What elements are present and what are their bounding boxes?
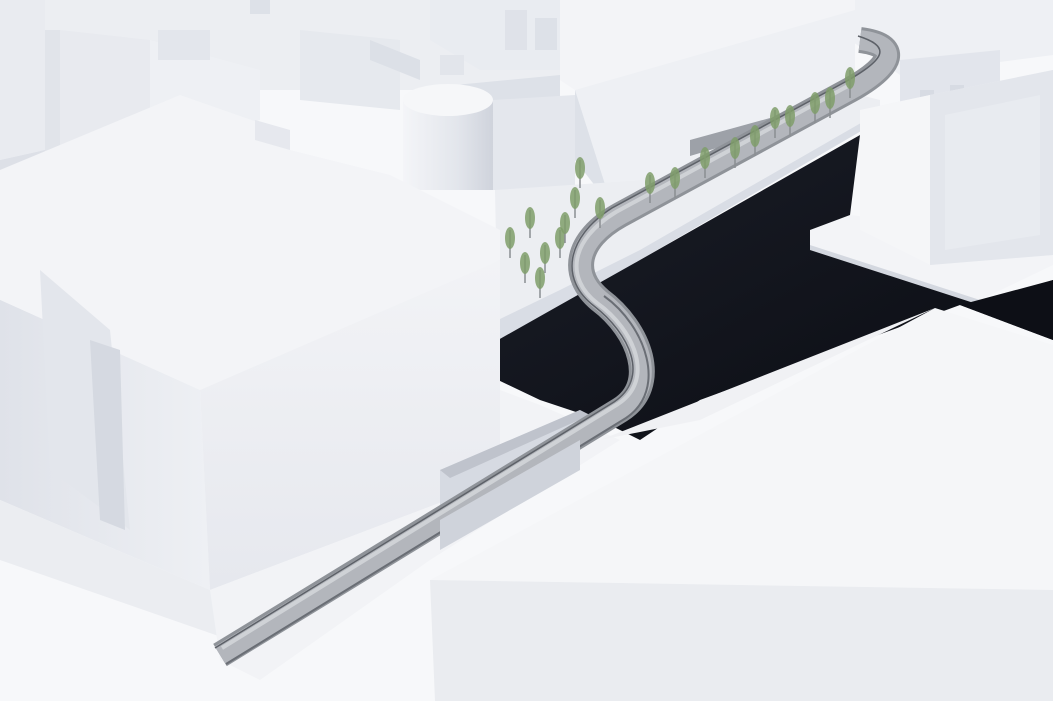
tree-canopy [595, 197, 605, 219]
tree-canopy [525, 207, 535, 229]
tree-canopy [645, 172, 655, 194]
right-foreground-building [430, 308, 1053, 701]
trees [505, 67, 855, 298]
tree-canopy [540, 242, 550, 264]
tree-canopy [730, 137, 740, 159]
tree-canopy [700, 147, 710, 169]
tree-canopy [810, 92, 820, 114]
center-tower [560, 0, 855, 205]
tree-canopy [845, 67, 855, 89]
tree-canopy [670, 167, 680, 189]
cylinder-building [403, 84, 575, 190]
tree-canopy [770, 107, 780, 129]
left-foreground-building [0, 0, 500, 640]
right-buildings [810, 70, 1053, 305]
tree-canopy [535, 267, 545, 289]
tree-canopy [570, 187, 580, 209]
tree-canopy [520, 252, 530, 274]
tree-canopy [750, 125, 760, 147]
tree-canopy [785, 105, 795, 127]
tree-canopy [560, 212, 570, 234]
tree-canopy [575, 157, 585, 179]
tree-canopy [505, 227, 515, 249]
tree-canopy [825, 87, 835, 109]
pedestrian-bridge [213, 27, 900, 667]
